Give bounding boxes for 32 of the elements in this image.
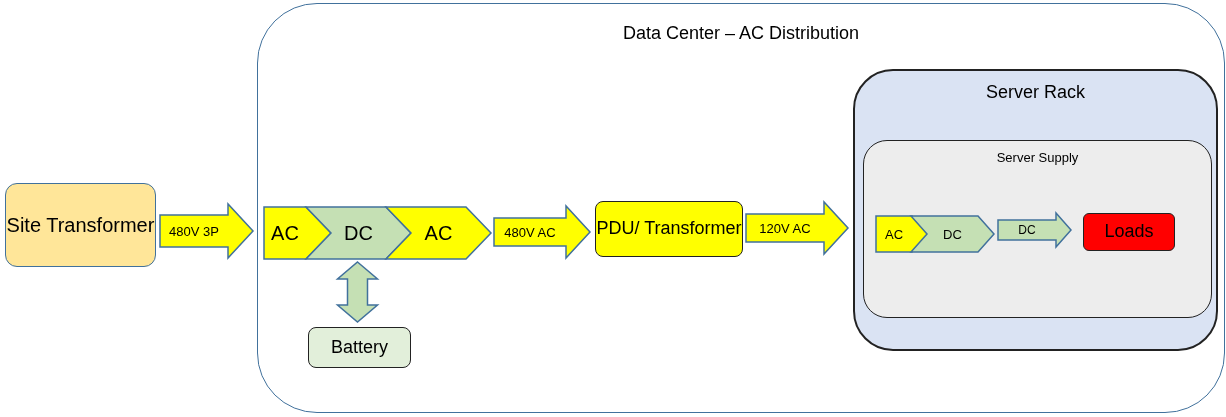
edge-label: 480V 3P [168, 222, 220, 241]
node-label: Loads [1104, 221, 1154, 243]
chevron-stage [306, 207, 411, 259]
panel-title: Server Supply [995, 150, 1080, 166]
rack-panel [853, 69, 1218, 351]
node-label: DC [343, 220, 374, 246]
process-box [308, 327, 411, 368]
node-label: Site Transformer [6, 213, 155, 237]
chevron-stage [264, 207, 331, 259]
node-label: AC [270, 220, 300, 246]
chevron-stage [911, 216, 994, 252]
node-label: AC [883, 225, 905, 244]
block-arrow [997, 211, 1072, 249]
block-arrow [745, 200, 850, 256]
edge-label: 120V AC [758, 219, 812, 238]
edge-label: DC [1017, 222, 1037, 239]
block-arrow [493, 204, 592, 260]
node-label: DC [942, 225, 963, 244]
edge-label: 480V AC [503, 223, 557, 242]
chevron-stage [386, 207, 491, 259]
node-label: PDU/ Transformer [596, 218, 742, 240]
node-label: Battery [331, 336, 388, 359]
block-arrow [159, 202, 255, 260]
container-panel [257, 3, 1225, 413]
process-box [595, 201, 743, 257]
panel-title: Data Center – AC Distribution [621, 23, 861, 45]
panel-title: Server Rack [985, 82, 1086, 104]
load-box [1083, 213, 1175, 251]
process-box [5, 183, 156, 267]
supply-panel [863, 140, 1212, 318]
node-label: AC [423, 220, 454, 246]
block-arrow [335, 261, 380, 323]
